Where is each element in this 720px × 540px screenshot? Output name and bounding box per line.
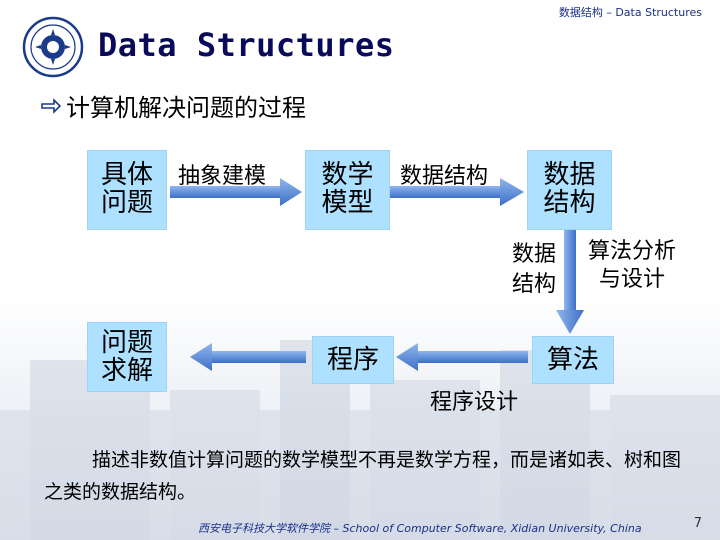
arrow-programming (396, 343, 528, 371)
label-abstract-modeling: 抽象建模 (178, 158, 266, 190)
label-algorithm-design: 算法分析 与设计 (588, 238, 676, 294)
footer-school-en: – School of Computer Software, Xidian Un… (330, 522, 642, 535)
box-problem-solution: 问题 求解 (87, 322, 167, 392)
description-paragraph: 描述非数值计算问题的数学模型不再是数学方程，而是诸如表、树和图之类的数据结构。 (44, 444, 694, 508)
box-concrete-problem: 具体 问题 (87, 150, 167, 230)
arrow-to-solution (190, 343, 306, 371)
box-data-structure: 数据 结构 (527, 150, 612, 230)
box-algorithm: 算法 (532, 336, 614, 384)
page-number: 7 (694, 516, 702, 531)
label-data-structure-side: 数据 结构 (512, 240, 556, 300)
label-programming: 程序设计 (430, 384, 518, 416)
arrow-algorithm-design (556, 226, 584, 334)
box-program: 程序 (312, 336, 394, 384)
box-math-model: 数学 模型 (305, 150, 390, 230)
footer-school-cn: 西安电子科技大学软件学院 (198, 522, 330, 535)
label-data-structure: 数据结构 (400, 158, 488, 190)
footer-school: 西安电子科技大学软件学院 – School of Computer Softwa… (198, 520, 642, 536)
